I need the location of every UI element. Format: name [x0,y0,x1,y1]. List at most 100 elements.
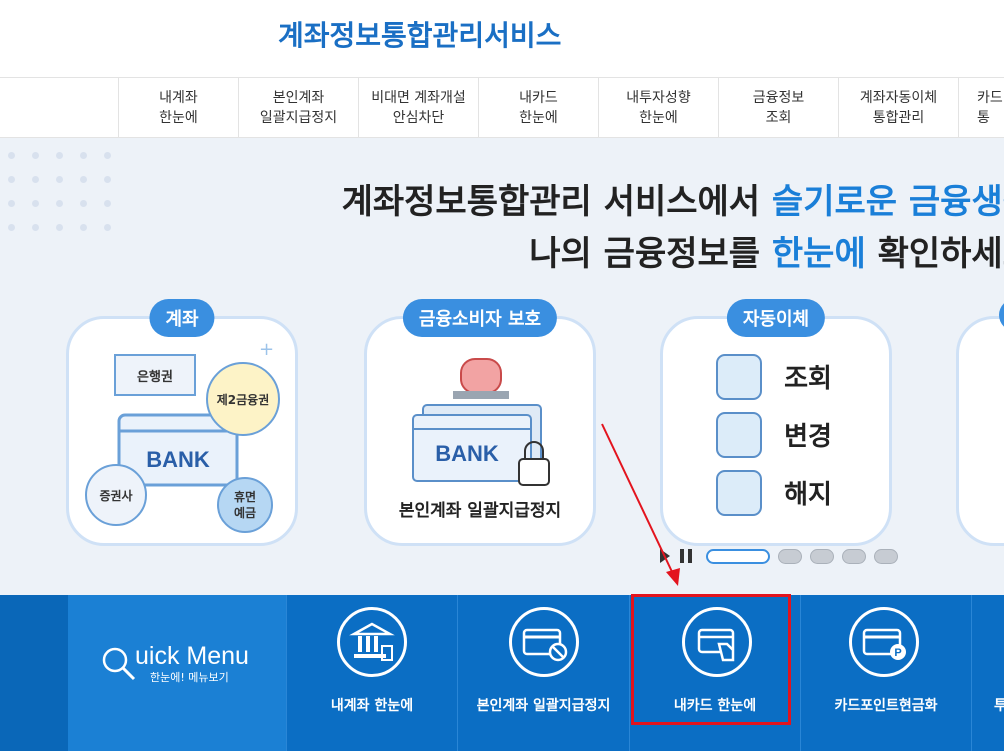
row-label: 해지 [784,480,832,510]
nav-item-label: 일괄지급정지 [259,110,338,126]
card-point-icon: P [849,607,919,677]
nav-item-label: 내투자성향 [626,90,691,106]
nav-item-my-accounts[interactable]: 내계좌 한눈에 [118,78,238,138]
card-blocked-icon [509,607,579,677]
slide-card-autotransfer[interactable]: 조회 변경 해지 자동이체 [660,299,892,546]
bubble-dormant-text: 휴면 [234,489,256,504]
card-tag: 계좌 [149,299,215,337]
pager-dot[interactable] [842,548,866,564]
hero-headline: 계좌정보통합관리 서비스에서 슬기로운 금융생활 나의 금융정보를 한눈에 확인… [342,176,1004,280]
exchange-icon [716,412,762,458]
slide-card-accounts[interactable]: BANK 은행권 제2금융권 증권사 휴면 예금 + 계좌 [66,299,298,546]
nav-item-account-stop[interactable]: 본인계좌 일괄지급정지 [238,78,358,138]
headline-highlight: 한눈에 [771,234,866,274]
pause-icon[interactable] [680,549,692,563]
nav-item-label: 통합관리 [872,110,925,126]
card-caption: 본인계좌 일괄지급정지 [399,500,561,521]
quick-item-invest[interactable]: 투 [971,595,1004,751]
nav-item-label: 내계좌 [159,90,198,106]
nav-item-label: 비대면 계좌개설 [371,90,466,106]
bubble-securities-text: 증권사 [99,488,132,503]
decor-dot [56,200,63,207]
slide-card-next[interactable] [956,299,1004,546]
decor-dot [32,224,39,231]
dot-pattern [8,152,118,252]
headline-text: 확인하세요 [877,234,1004,274]
decor-dot [8,200,15,207]
hero-banner: 계좌정보통합관리 서비스에서 슬기로운 금융생활 나의 금융정보를 한눈에 확인… [0,138,1004,595]
bubble-deposit-text: 예금 [234,505,256,520]
svg-text:+: + [259,339,274,360]
decor-dot [56,152,63,159]
accounts-illustration: BANK 은행권 제2금융권 증권사 휴면 예금 + [85,339,280,533]
headline-line-1: 계좌정보통합관리 서비스에서 슬기로운 금융생활 [342,176,1004,228]
nav-item-label: 금융정보 [752,90,805,106]
card-hand-icon [682,607,752,677]
slide-card-consumer-protection[interactable]: BANK 본인계좌 일괄지급정지 금융소비자 보호 [364,299,596,546]
nav-item-autotransfer[interactable]: 계좌자동이체 통합관리 [838,78,958,138]
nav-item-label: 본인계좌 [272,90,325,106]
piggy-bank-icon [716,470,762,516]
quick-menu-title: uick Menu [135,642,249,670]
card-tag [999,299,1004,331]
decor-dot [104,200,111,207]
annotation-highlight-box [631,594,791,725]
pager-dot-active[interactable] [706,548,770,564]
slider-controls [660,546,898,566]
quick-item-my-cards[interactable]: 내카드 한눈에 [629,595,800,751]
search-magnifier-icon [102,647,136,681]
pager-dot[interactable] [778,548,802,564]
quick-item-card-points[interactable]: P 카드포인트현금화 [800,595,971,751]
decor-dot [104,176,111,183]
bank-building-icon [337,607,407,677]
decor-dot [80,176,87,183]
bubble-second-tier-text: 제2금융권 [217,392,270,407]
decor-dot [32,152,39,159]
quick-item-account-stop[interactable]: 본인계좌 일괄지급정지 [457,595,629,751]
decor-dot [56,224,63,231]
nav-item-finance-info[interactable]: 금융정보 조회 [718,78,838,138]
quick-item-label: 내카드 한눈에 [673,698,757,714]
decor-dot [80,152,87,159]
nav-item-label: 한눈에 [519,110,558,126]
headline-line-2: 나의 금융정보를 한눈에 확인하세요 [342,228,1004,280]
svg-text:P: P [894,647,901,659]
nav-item-label: 한눈에 [159,110,198,126]
quick-item-label: 투 [994,698,1004,714]
bubble-bank-text: 은행권 [137,369,173,385]
lookup-icon [716,354,762,400]
nav-item-label: 한눈에 [639,110,678,126]
nav-item-label: 안심차단 [392,110,445,126]
nav-item-label: 조회 [765,110,792,126]
decor-dot [8,152,15,159]
nav-item-label: 내카드 [519,90,558,106]
nav-item-card-more[interactable]: 카드 통 [958,78,1004,138]
nav-item-invest-profile[interactable]: 내투자성향 한눈에 [598,78,718,138]
nav-item-nonface-block[interactable]: 비대면 계좌개설 안심차단 [358,78,478,138]
quick-item-label: 본인계좌 일괄지급정지 [476,698,611,714]
quick-item-my-accounts[interactable]: 내계좌 한눈에 [286,595,457,751]
annotation-arrow [601,423,680,586]
nav-item-my-cards[interactable]: 내카드 한눈에 [478,78,598,138]
headline-text: 나의 금융정보를 [529,234,772,274]
pager-dot[interactable] [874,548,898,564]
decor-dot [56,176,63,183]
pager-dot[interactable] [810,548,834,564]
autotransfer-illustration: 조회 변경 해지 [716,354,832,516]
main-nav: 내계좌 한눈에 본인계좌 일괄지급정지 비대면 계좌개설 안심차단 내카드 한눈… [0,78,1004,138]
nav-item-label: 계좌자동이체 [859,90,938,106]
consumer-protection-illustration: BANK 본인계좌 일괄지급정지 [399,358,561,521]
quick-menu: 내계좌 한눈에 본인계좌 일괄지급정지 내카드 한눈에 P 카드포인트현금화 투 [0,595,1004,751]
decor-dot [104,224,111,231]
quick-item-label: 내계좌 한눈에 [330,698,414,714]
card-tag: 금융소비자 보호 [402,299,558,337]
decor-dot [8,224,15,231]
decor-dot [8,176,15,183]
decor-dot [32,176,39,183]
site-title[interactable]: 계좌정보통합관리서비스 [278,19,562,52]
card-tag: 자동이체 [726,299,826,337]
row-label: 변경 [784,422,832,452]
headline-text: 계좌정보통합관리 서비스에서 [341,182,772,222]
quick-title-box [68,595,286,751]
quick-menu-subtitle: 한눈에! 메뉴보기 [150,671,229,684]
